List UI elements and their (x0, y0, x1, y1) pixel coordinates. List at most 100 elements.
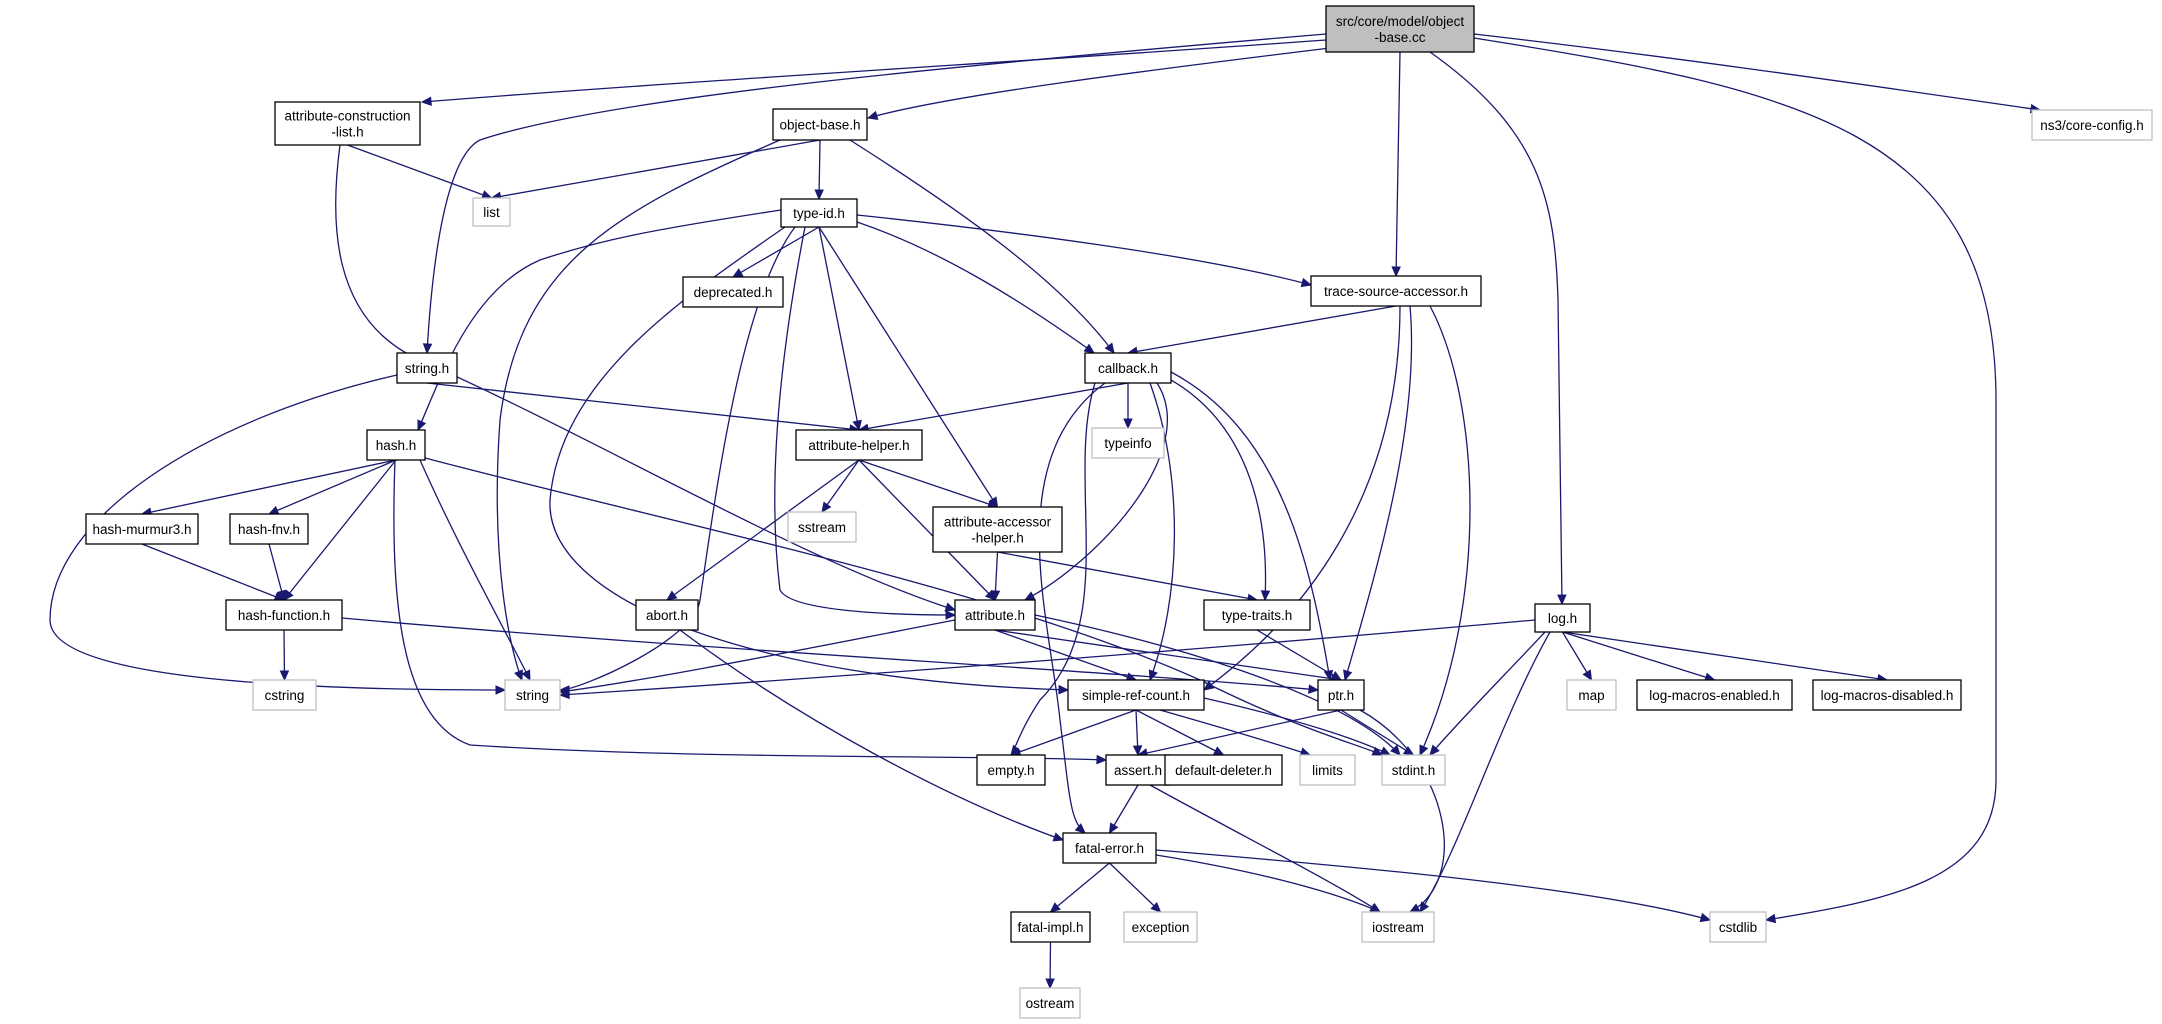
node-ttraits[interactable]: type-traits.h (1203, 599, 1311, 631)
edge-root-to-nscfg (1473, 33, 2041, 111)
node-fnv[interactable]: hash-fnv.h (229, 513, 309, 545)
node-label: ostream (1026, 996, 1075, 1011)
node-src[interactable]: simple-ref-count.h (1067, 679, 1205, 711)
node-label: limits (1312, 763, 1343, 778)
node-box (85, 513, 199, 545)
node-box (635, 599, 699, 631)
node-hfunc[interactable]: hash-function.h (225, 599, 343, 631)
node-fatal[interactable]: fatal-error.h (1062, 832, 1157, 864)
node-tsa[interactable]: trace-source-accessor.h (1310, 275, 1482, 307)
node-exception: exception (1123, 911, 1198, 943)
node-acl[interactable]: attribute-construction-list.h (274, 101, 421, 146)
arrowhead-typeid-to-tsa (1300, 277, 1313, 288)
arrowhead-attr-to-stdint (1390, 744, 1401, 756)
node-cstring: cstring (252, 679, 317, 711)
node-box (1062, 832, 1157, 864)
edge-typeid-to-hash (417, 209, 782, 431)
edge-ahelper-to-abort (666, 459, 860, 601)
edge-hash-to-stdint (424, 457, 1383, 756)
node-lmd[interactable]: log-macros-disabled.h (1812, 679, 1962, 711)
edge-obase-to-list (491, 139, 821, 199)
node-box (682, 276, 784, 308)
edge-root-to-cstdlib (1473, 37, 1997, 921)
edge-src-to-limits (1159, 709, 1311, 756)
node-label: type-id.h (793, 206, 845, 221)
node-label: hash.h (376, 438, 417, 453)
edge-src-to-ddeleter (1135, 709, 1224, 756)
node-nscfg: ns3/core-config.h (2031, 109, 2153, 141)
node-fimpl[interactable]: fatal-impl.h (1010, 911, 1091, 943)
edge-log-to-lmd (1562, 631, 1888, 681)
node-box (1709, 911, 1767, 943)
node-box (787, 511, 857, 543)
edge-callback-to-ahelper (858, 382, 1129, 431)
node-box (504, 679, 561, 711)
node-stringh[interactable]: string.h (396, 352, 458, 384)
arrowhead-tsa-to-ptr (1343, 669, 1353, 682)
node-hash[interactable]: hash.h (366, 429, 426, 461)
node-lme[interactable]: log-macros-enabled.h (1636, 679, 1793, 711)
node-deprecated[interactable]: deprecated.h (682, 276, 784, 308)
arrowhead-ttraits-to-ptr (1330, 671, 1343, 681)
node-label: trace-source-accessor.h (1324, 284, 1468, 299)
edge-typeid-to-attr (774, 226, 956, 616)
node-root[interactable]: src/core/model/object-base.cc (1325, 5, 1475, 53)
node-log[interactable]: log.h (1534, 603, 1591, 633)
node-obase[interactable]: object-base.h (772, 108, 868, 141)
node-ptr[interactable]: ptr.h (1317, 679, 1365, 711)
node-ahelper[interactable]: attribute-helper.h (795, 429, 923, 461)
arrowhead-fatal-to-cstdlib (1699, 912, 1712, 923)
node-label: -base.cc (1374, 30, 1425, 45)
node-list: list (472, 197, 511, 227)
node-box (252, 679, 317, 711)
edge-tsa-to-stdint (1419, 305, 1471, 756)
node-assert[interactable]: assert.h (1105, 754, 1171, 786)
node-label: ns3/core-config.h (2040, 118, 2144, 133)
node-abort[interactable]: abort.h (635, 599, 699, 631)
edge-typeid-to-string (559, 226, 796, 691)
edge-attr-to-src (994, 629, 1137, 681)
node-box (366, 429, 426, 461)
arrowhead-ptr-to-iostream (1408, 903, 1421, 913)
node-label: simple-ref-count.h (1082, 688, 1190, 703)
arrowhead-tsa-to-stdint (1419, 744, 1429, 757)
arrowhead-root-to-log (1557, 594, 1567, 606)
arrowhead-aaccessor-to-attr (990, 590, 1001, 602)
arrowhead-hfunc-to-cstring (279, 670, 290, 682)
node-ddeleter[interactable]: default-deleter.h (1164, 754, 1283, 786)
node-iostream: iostream (1361, 911, 1435, 943)
arrowhead-typeid-to-ahelper (852, 419, 862, 432)
node-attr[interactable]: attribute.h (954, 599, 1036, 631)
node-typeid[interactable]: type-id.h (780, 198, 858, 228)
node-label: exception (1132, 920, 1190, 935)
edge-murmur-to-hfunc (141, 543, 285, 601)
node-label: cstring (265, 688, 305, 703)
arrowhead-root-to-tsa (1391, 266, 1401, 278)
edge-layer (49, 33, 2042, 990)
node-label: deprecated.h (694, 285, 773, 300)
edge-log-to-string (559, 619, 1536, 696)
node-callback[interactable]: callback.h (1084, 352, 1172, 384)
node-box (795, 429, 923, 461)
edge-callback-to-fatal (1038, 382, 1106, 834)
arrowhead-fimpl-to-ostream (1045, 978, 1055, 990)
node-murmur[interactable]: hash-murmur3.h (85, 513, 199, 545)
arrowhead-src-to-ddeleter (1212, 746, 1225, 756)
arrowhead-obase-to-typeid (814, 189, 824, 201)
node-label: src/core/model/object (1336, 14, 1465, 29)
node-box (274, 101, 421, 146)
arrowhead-callback-to-attr (1023, 591, 1036, 601)
node-box (1812, 679, 1962, 711)
edge-fatal-to-exception (1109, 862, 1161, 913)
arrowhead-callback-to-ptr (1323, 669, 1334, 682)
node-aaccessor[interactable]: attribute-accessor-helper.h (932, 506, 1063, 553)
node-box (976, 754, 1046, 786)
arrowhead-callback-to-src (1148, 669, 1158, 682)
node-layer: src/core/model/object-base.cc attribute-c… (85, 5, 2153, 1019)
node-box (1067, 679, 1205, 711)
node-empty[interactable]: empty.h (976, 754, 1046, 786)
edge-tsa-to-callback (1127, 305, 1397, 354)
edge-callback-to-ptr (1170, 371, 1331, 681)
node-label: abort.h (646, 608, 688, 623)
